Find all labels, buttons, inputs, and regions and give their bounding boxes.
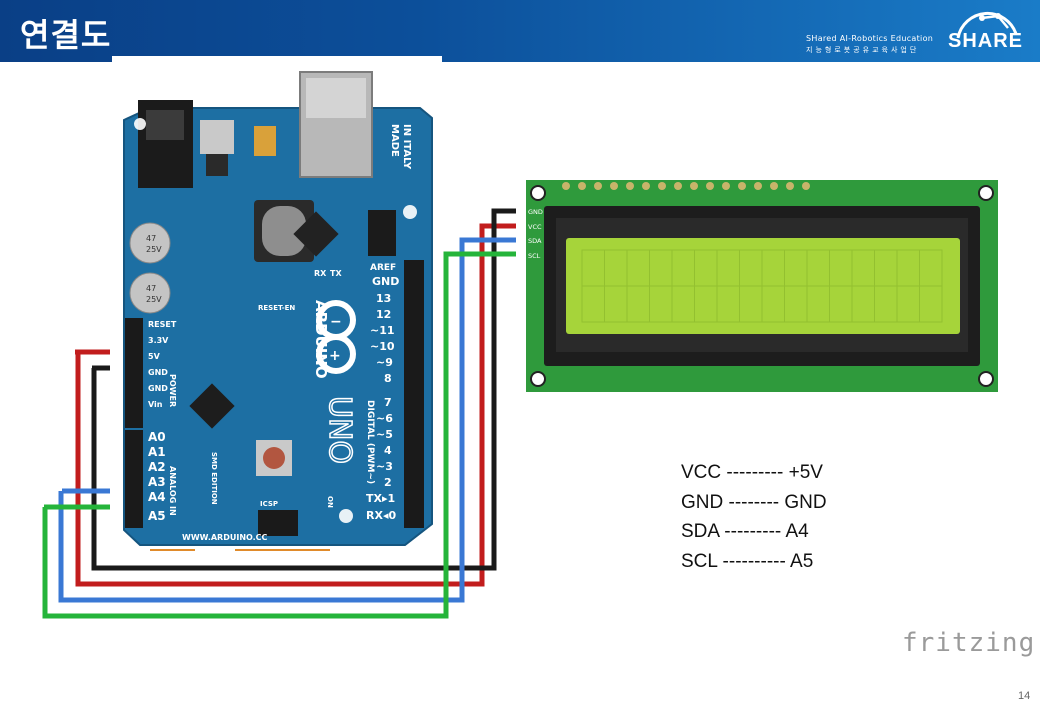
- pin-label-reset: RESET: [148, 320, 177, 329]
- header-bar: 연결도 SHared AI-Robotics Education 지능형로봇공유…: [0, 0, 1040, 62]
- logo-tagline-korean: 지능형로봇공유교육사업단: [806, 46, 920, 54]
- pin-label-d1: TX▸1: [366, 492, 395, 505]
- mapping-sda: SDA --------- A4: [681, 521, 809, 542]
- share-logo-icon: [956, 11, 1018, 39]
- on-label: ON: [326, 496, 334, 508]
- lcd-pin-scl: SCL: [528, 252, 541, 260]
- pin-label-d12: 12: [376, 308, 391, 321]
- pin-label-d11: ~11: [370, 324, 395, 337]
- wire-scl: [42, 251, 516, 619]
- logo-tagline: SHared AI-Robotics Education: [806, 34, 934, 43]
- brand-label: ARDUINO: [312, 300, 330, 379]
- pin-label-gnd-2: GND: [148, 384, 168, 393]
- tx-label: TX: [330, 269, 342, 278]
- pin-label-gnd-digital: GND: [372, 275, 399, 288]
- power-section-label: POWER: [168, 374, 177, 407]
- pin-label-a5: A5: [148, 509, 166, 523]
- capacitor-2-value: 47: [146, 284, 156, 293]
- rx-label: RX: [314, 269, 327, 278]
- wire-gnd: [91, 208, 516, 571]
- pin-label-d0: RX◂0: [366, 509, 396, 522]
- pin-mapping-list: VCC --------- +5V GND -------- GND SDA -…: [681, 458, 827, 576]
- analog-section-label: ANALOG IN: [168, 466, 177, 516]
- pin-label-a0: A0: [148, 430, 166, 444]
- pin-label-a3: A3: [148, 475, 166, 489]
- pin-label-d7: 7: [384, 396, 392, 409]
- mapping-vcc: VCC --------- +5V: [681, 462, 823, 483]
- reset-en-label: RESET-EN: [258, 304, 295, 312]
- analog-header: [125, 430, 143, 528]
- capacitor-1-voltage: 25V: [146, 245, 162, 254]
- pin-label-a4: A4: [148, 490, 166, 504]
- pin-label-d9: ~9: [376, 356, 393, 369]
- page-title: 연결도: [20, 16, 112, 54]
- lcd-pin-sda: SDA: [528, 237, 542, 245]
- header-gap: [112, 56, 442, 62]
- pin-label-d4: 4: [384, 444, 392, 457]
- pin-label-gnd-1: GND: [148, 368, 168, 377]
- made-label: MADE: [389, 124, 400, 157]
- pin-label-d13: 13: [376, 292, 391, 305]
- mapping-gnd: GND -------- GND: [681, 491, 827, 513]
- pin-label-d5: ~5: [376, 428, 393, 441]
- lcd-pin-gnd: GND: [528, 208, 543, 216]
- model-label: UNO: [322, 396, 357, 464]
- italy-label: IN ITALY: [401, 124, 412, 170]
- lcd-top-pads: [562, 182, 810, 190]
- power-header: [125, 318, 143, 428]
- lcd-module: GND VCC SDA SCL: [526, 180, 998, 392]
- lcd-pin-vcc: VCC: [528, 223, 542, 231]
- pin-label-d3: ~3: [376, 460, 393, 473]
- mapping-scl: SCL ---------- A5: [681, 550, 814, 572]
- capacitor-1-value: 47: [146, 234, 156, 243]
- pin-label-5v: 5V: [148, 352, 161, 361]
- pin-label-d10: ~10: [370, 340, 395, 353]
- svg-text:+: +: [329, 348, 341, 364]
- pin-label-a1: A1: [148, 445, 166, 459]
- fritzing-watermark: fritzing: [902, 628, 1036, 658]
- capacitor-2-voltage: 25V: [146, 295, 162, 304]
- arduino-logo-icon: − +: [316, 300, 356, 374]
- pin-label-a2: A2: [148, 460, 166, 474]
- svg-text:−: −: [330, 314, 342, 330]
- digital-section-label: DIGITAL (PWM~): [365, 400, 375, 484]
- smd-label: SMD EDITION: [210, 452, 218, 505]
- page-number: 14: [1018, 690, 1031, 702]
- icsp-label: ICSP: [260, 500, 278, 508]
- capacitor-2-icon: [129, 272, 171, 314]
- digital-header: [404, 260, 424, 528]
- website-label: WWW.ARDUINO.CC: [182, 533, 268, 542]
- arduino-board: 47 25V 47 25V MADE IN ITALY RESET 3.3V 5…: [123, 71, 433, 551]
- pin-label-d6: ~6: [376, 412, 393, 425]
- pin-label-d2: 2: [384, 476, 392, 489]
- wire-sda: [58, 237, 516, 603]
- microcontroller-icon: [189, 383, 235, 429]
- pin-label-vin: Vin: [148, 400, 163, 409]
- logo-wordmark: SHARE: [948, 30, 1024, 52]
- capacitor-1-icon: [129, 222, 171, 264]
- pin-label-d8: 8: [384, 372, 392, 385]
- pin-label-3v3: 3.3V: [148, 336, 169, 345]
- aref-label: AREF: [370, 263, 396, 273]
